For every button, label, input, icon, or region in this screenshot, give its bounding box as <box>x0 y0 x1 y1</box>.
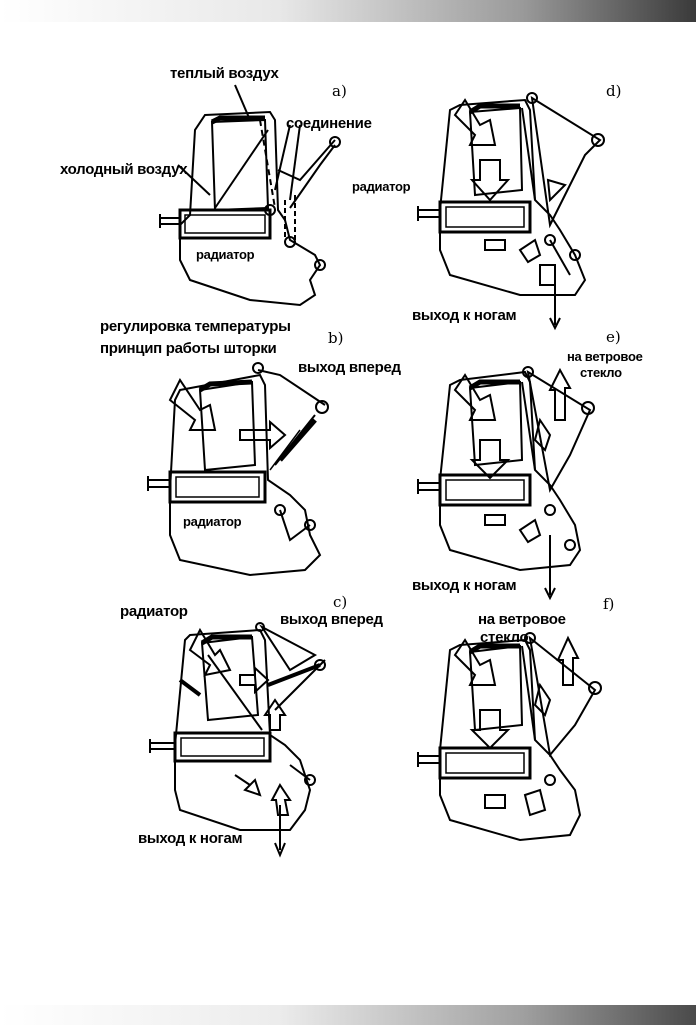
label-temp-control: регулировка температуры <box>100 318 291 335</box>
label-windshield-f-2: стекло <box>480 629 529 646</box>
label-flap-principle: принцип работы шторки <box>100 340 277 357</box>
heater-diagram-c <box>140 615 340 855</box>
heater-diagram-a <box>150 90 350 320</box>
label-front-outlet-c: выход вперед <box>280 611 383 628</box>
panel-letter-a: a) <box>332 82 347 100</box>
label-windshield-f-1: на ветровое <box>478 611 566 628</box>
label-feet-outlet-d: выход к ногам <box>412 307 517 324</box>
label-windshield-e-1: на ветровое <box>567 349 643 364</box>
label-front-outlet-b: выход вперед <box>298 359 401 376</box>
panel-letter-c: c) <box>333 593 348 611</box>
label-radiator-b: радиатор <box>183 514 242 529</box>
label-warm-air: теплый воздух <box>170 65 279 82</box>
panel-letter-e: e) <box>606 328 621 346</box>
label-cold-air: холодный воздух <box>60 161 188 178</box>
top-gradient-bar <box>0 0 696 22</box>
bottom-gradient-bar <box>0 1005 696 1025</box>
label-radiator-a: радиатор <box>196 247 255 262</box>
heater-diagram-e <box>410 360 610 600</box>
label-radiator-d: радиатор <box>352 179 411 194</box>
label-connection: соединение <box>286 115 372 132</box>
heater-diagram-d <box>410 90 610 330</box>
heater-diagram-b <box>140 360 340 590</box>
heater-diagram-f <box>410 630 610 860</box>
label-radiator-c: радиатор <box>120 603 188 620</box>
label-feet-outlet-c: выход к ногам <box>138 830 243 847</box>
label-windshield-e-2: стекло <box>580 365 622 380</box>
panel-letter-f: f) <box>603 595 615 613</box>
label-feet-outlet-e: выход к ногам <box>412 577 517 594</box>
panel-letter-b: b) <box>328 329 344 347</box>
panel-letter-d: d) <box>606 82 622 100</box>
